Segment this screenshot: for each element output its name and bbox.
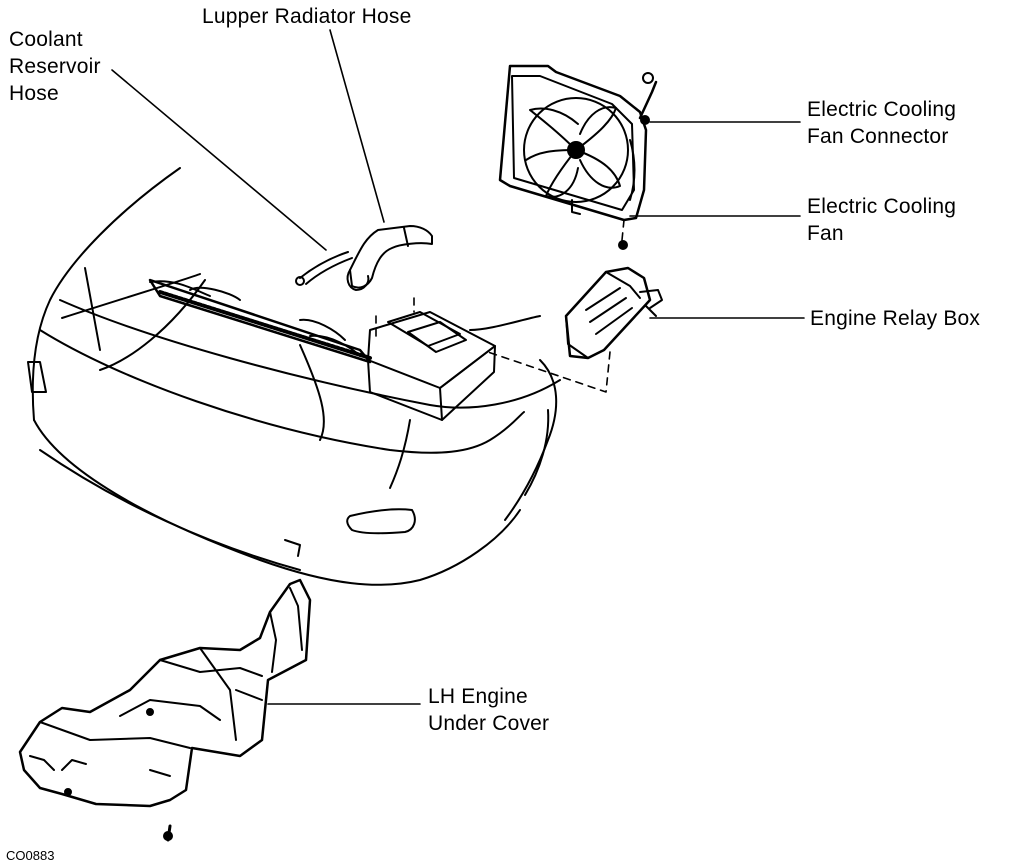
label-coolant-reservoir-hose-line1: Coolant [9,28,83,51]
lh-engine-under-cover [18,578,312,842]
label-upper-radiator-hose: Lupper Radiator Hose [202,3,411,30]
label-electric-cooling-fan: Electric Cooling Fan [807,193,956,247]
label-engine-relay-box: Engine Relay Box [810,305,980,332]
label-cooling-fan-line1: Electric Cooling [807,195,957,218]
label-fan-connector-line1: Electric Cooling [807,98,957,121]
car-front-body [27,167,561,586]
label-coolant-reservoir-hose: Coolant Reservoir Hose [9,26,101,107]
label-fan-connector-line2: Fan Connector [807,125,949,148]
label-lh-engine-under-cover: LH Engine Under Cover [428,683,549,737]
label-coolant-reservoir-hose-line3: Hose [9,82,59,105]
label-under-cover-line2: Under Cover [428,712,550,735]
coolant-reservoir-hose [295,251,353,286]
label-electric-cooling-fan-connector: Electric Cooling Fan Connector [807,96,956,150]
upper-radiator-hose [346,225,433,291]
leader-lines [111,29,805,705]
radiator-assembly [148,278,496,421]
electric-cooling-fan [498,64,658,222]
label-coolant-reservoir-hose-line2: Reservoir [9,55,101,78]
label-upper-radiator-hose-line1: Lupper Radiator Hose [202,5,412,28]
engine-relay-box [564,240,663,360]
label-engine-relay-box-line1: Engine Relay Box [810,307,981,330]
label-cooling-fan-line2: Fan [807,222,844,245]
label-under-cover-line1: LH Engine [428,685,528,708]
installation-guide-lines [375,219,625,393]
figure-code: CO0883 [6,848,55,863]
